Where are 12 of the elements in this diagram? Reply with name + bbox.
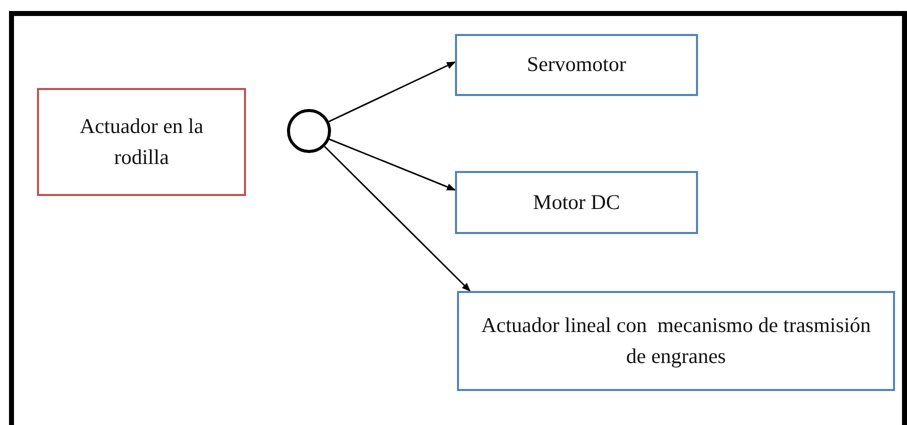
process-box	[37, 88, 246, 196]
node-label: Actuador en la rodilla	[78, 112, 204, 171]
process-box	[455, 171, 698, 234]
node-label: Motor DC	[533, 188, 620, 216]
arrow	[328, 61, 456, 122]
process-box	[457, 291, 895, 391]
junction-circle	[287, 109, 331, 153]
process-box	[455, 34, 698, 96]
node-label: Servomotor	[526, 51, 626, 78]
arrow	[324, 146, 471, 292]
arrow	[329, 138, 456, 191]
node-label: Actuador lineal con mecanismo de trasmisión de engranes	[480, 312, 872, 370]
